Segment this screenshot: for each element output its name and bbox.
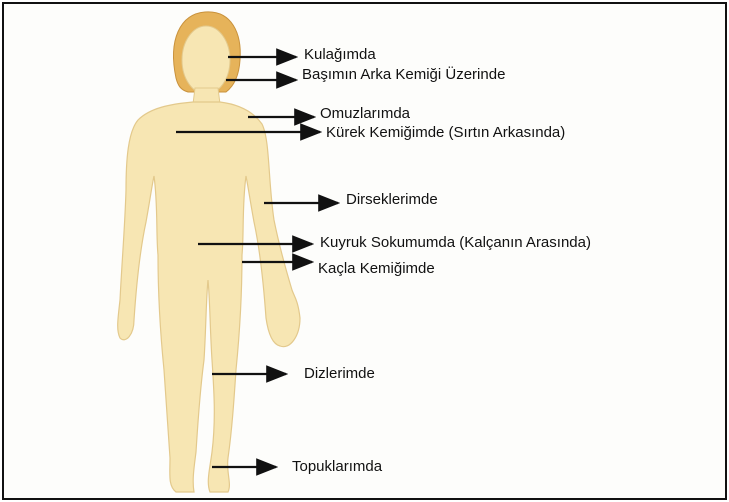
- label-shoulder-blade: Kürek Kemiğimde (Sırtın Arkasında): [326, 125, 565, 140]
- label-skull-back: Başımın Arka Kemiği Üzerinde: [302, 67, 505, 82]
- label-knees: Dizlerimde: [304, 366, 375, 381]
- label-elbows: Dirseklerimde: [346, 192, 438, 207]
- label-heels: Topuklarımda: [292, 459, 382, 474]
- label-hip-bone: Kaçla Kemiğimde: [318, 261, 435, 276]
- head: [182, 26, 230, 94]
- label-tailbone: Kuyruk Sokumumda (Kalçanın Arasında): [320, 235, 591, 250]
- body: [118, 102, 300, 492]
- label-shoulders: Omuzlarımda: [320, 106, 410, 121]
- label-ears: Kulağımda: [304, 47, 376, 62]
